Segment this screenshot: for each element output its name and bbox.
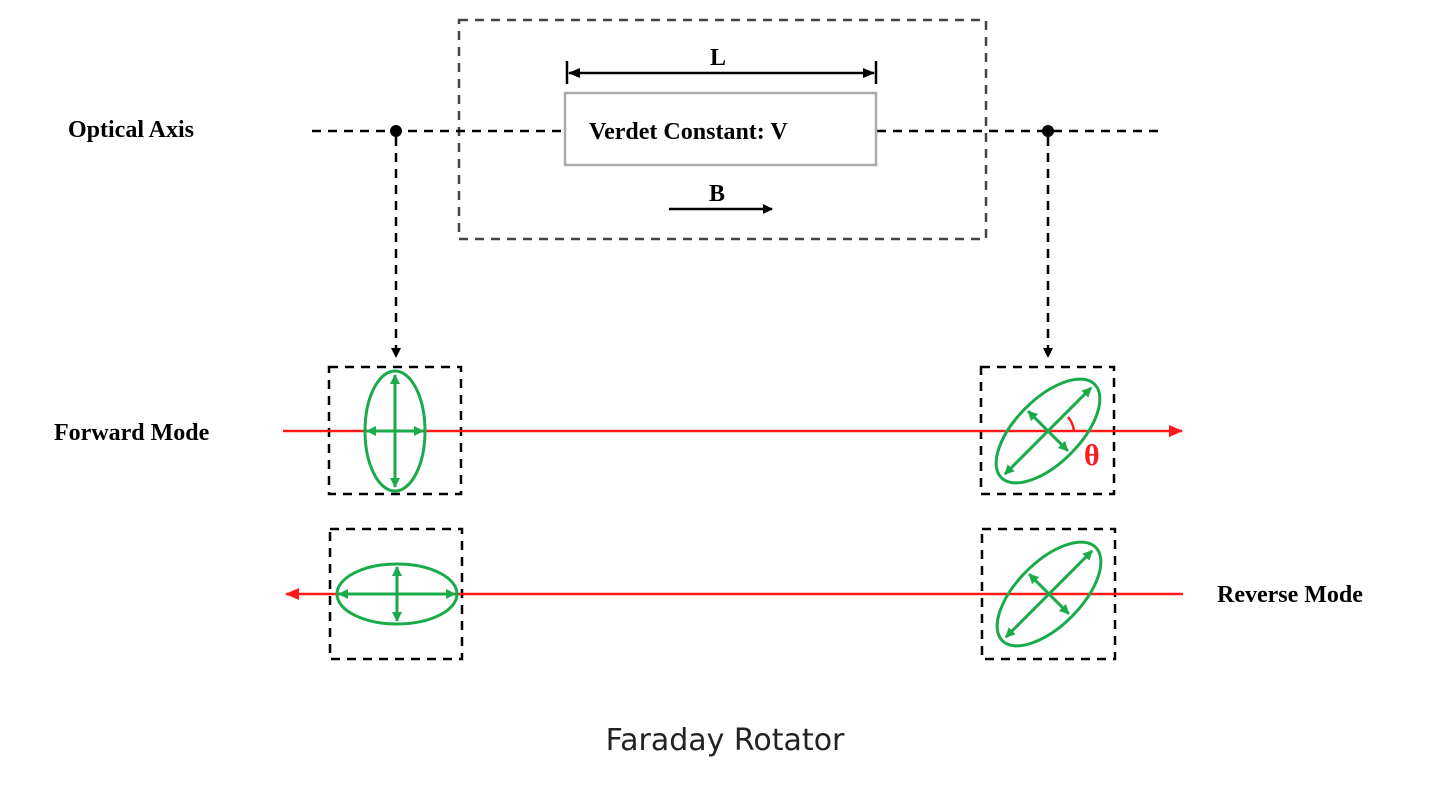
diagram-title: Faraday Rotator: [606, 723, 845, 758]
polarization-forward-input: [363, 369, 427, 493]
optical-axis-label: Optical Axis: [68, 117, 194, 143]
polarization-forward-output: [994, 377, 1102, 485]
length-label: L: [710, 45, 726, 71]
rotation-angle-arc: [1066, 416, 1076, 432]
rotator-enclosure: [457, 18, 988, 241]
verdet-crystal: [563, 91, 878, 167]
axis-point-input: [390, 125, 402, 137]
reverse-mode-label: Reverse Mode: [1217, 582, 1363, 608]
forward-mode-label: Forward Mode: [54, 420, 210, 446]
axis-point-output: [1042, 125, 1054, 137]
polarization-reverse-input: [335, 562, 459, 626]
field-label: B: [709, 181, 725, 207]
polarization-reverse-output: [995, 540, 1103, 648]
verdet-label: Verdet Constant: V: [589, 119, 788, 145]
angle-label: θ: [1084, 439, 1100, 472]
